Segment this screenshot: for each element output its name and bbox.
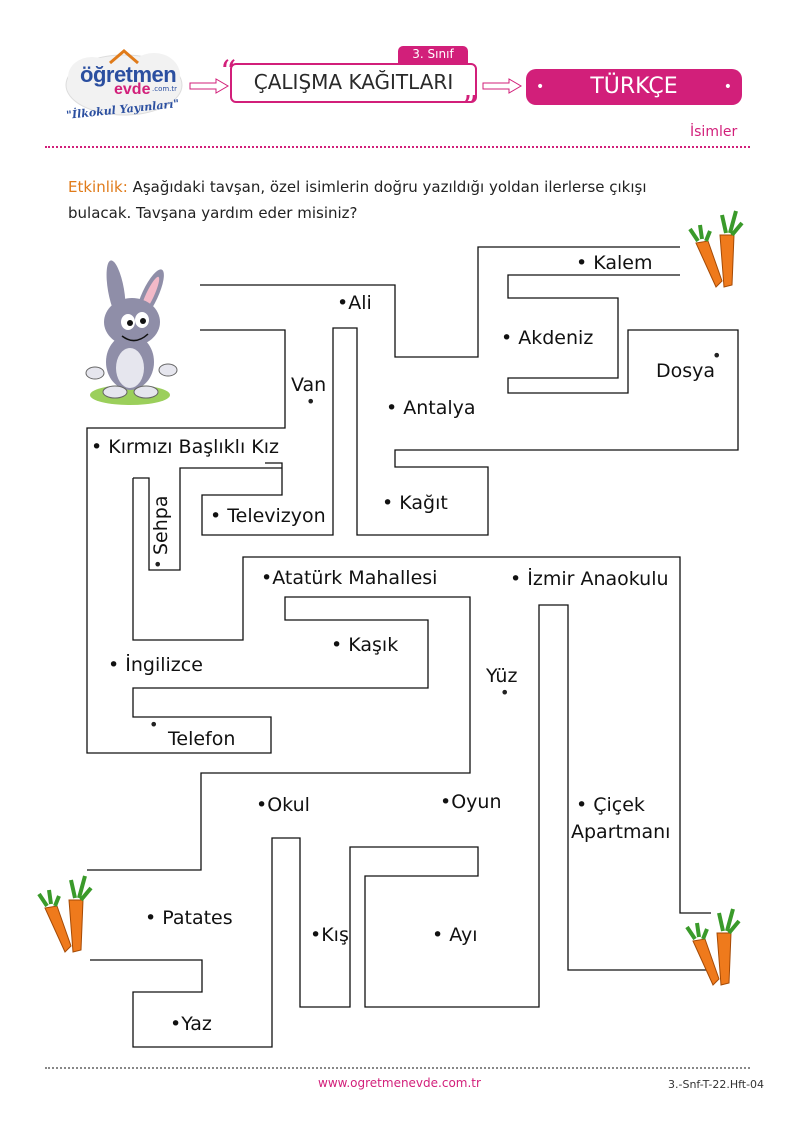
arrow-right-icon	[189, 78, 229, 94]
word-ayi: • Ayı	[432, 924, 478, 946]
footer-code: 3.-Snf-T-22.Hft-04	[668, 1078, 765, 1091]
logo-domain-text: .com.tr	[152, 85, 178, 93]
word-okul: •Okul	[256, 794, 310, 816]
grade-tab: 3. Sınıf	[398, 46, 468, 63]
word-kalem: • Kalem	[576, 252, 653, 274]
instruction-line1: Aşağıdaki tavşan, özel isimlerin doğru y…	[132, 178, 647, 196]
word-yuz: Yüz	[486, 665, 518, 687]
subject-pill: • TÜRKÇE •	[526, 69, 742, 105]
dosya-dot: •	[712, 346, 722, 365]
word-televizyon: • Televizyon	[210, 505, 326, 527]
word-kirmizi-baslikli-kiz: • Kırmızı Başlıklı Kız	[91, 436, 279, 458]
footer-website-link[interactable]: www.ogretmenevde.com.tr	[318, 1076, 481, 1090]
arrow-right-icon	[482, 78, 522, 94]
word-cicek: • Çiçek	[576, 794, 645, 816]
instruction: Etkinlik: Aşağıdaki tavşan, özel isimler…	[68, 174, 708, 226]
word-akdeniz: • Akdeniz	[501, 327, 594, 349]
word-ataturk-mahallesi: •Atatürk Mahallesi	[261, 567, 438, 589]
word-ingilizce: • İngilizce	[108, 654, 203, 676]
word-sehpa: Sehpa	[150, 495, 172, 556]
open-quote-icon: “	[220, 53, 237, 91]
word-kis: •Kış	[310, 924, 349, 946]
page-title: ÇALIŞMA KAĞITLARI	[230, 63, 477, 103]
bullet-icon: •	[723, 79, 732, 95]
carrot-icon	[685, 908, 741, 986]
word-izmir-anaokulu: • İzmir Anaokulu	[510, 568, 669, 590]
footer-divider	[45, 1067, 750, 1069]
word-patates: • Patates	[145, 907, 233, 929]
instruction-label: Etkinlik:	[68, 178, 128, 196]
word-yaz: •Yaz	[170, 1013, 212, 1035]
word-telefon: Telefon	[168, 728, 236, 750]
carrot-icon	[688, 210, 744, 288]
instruction-line2: bulacak. Tavşana yardım eder misiniz?	[68, 204, 358, 222]
word-ali: •Ali	[337, 292, 372, 314]
logo-cloud-graphic	[65, 49, 183, 116]
van-dot: •	[306, 392, 316, 411]
sehpa-dot: •	[153, 555, 163, 574]
header-divider	[45, 146, 750, 148]
word-kagit: • Kağıt	[382, 492, 448, 514]
logo: öğretmen evde .com.tr "İlkokul Yayınları…	[62, 45, 187, 125]
subject-label: TÜRKÇE	[590, 74, 678, 99]
word-apartmani: Apartmanı	[571, 821, 671, 843]
carrot-icon	[37, 875, 93, 953]
yuz-dot: •	[500, 683, 510, 702]
word-oyun: •Oyun	[440, 791, 502, 813]
bullet-icon: •	[536, 79, 545, 95]
word-kasik: • Kaşık	[331, 634, 399, 656]
rabbit-icon	[85, 260, 178, 405]
telefon-dot: •	[149, 715, 159, 734]
word-antalya: • Antalya	[386, 397, 476, 419]
word-dosya: Dosya	[656, 360, 716, 382]
logo-evde-text: evde	[114, 81, 151, 98]
word-van: Van	[291, 374, 327, 396]
logo-main-text: öğretmen	[80, 62, 177, 87]
topic-label: İsimler	[690, 124, 738, 140]
